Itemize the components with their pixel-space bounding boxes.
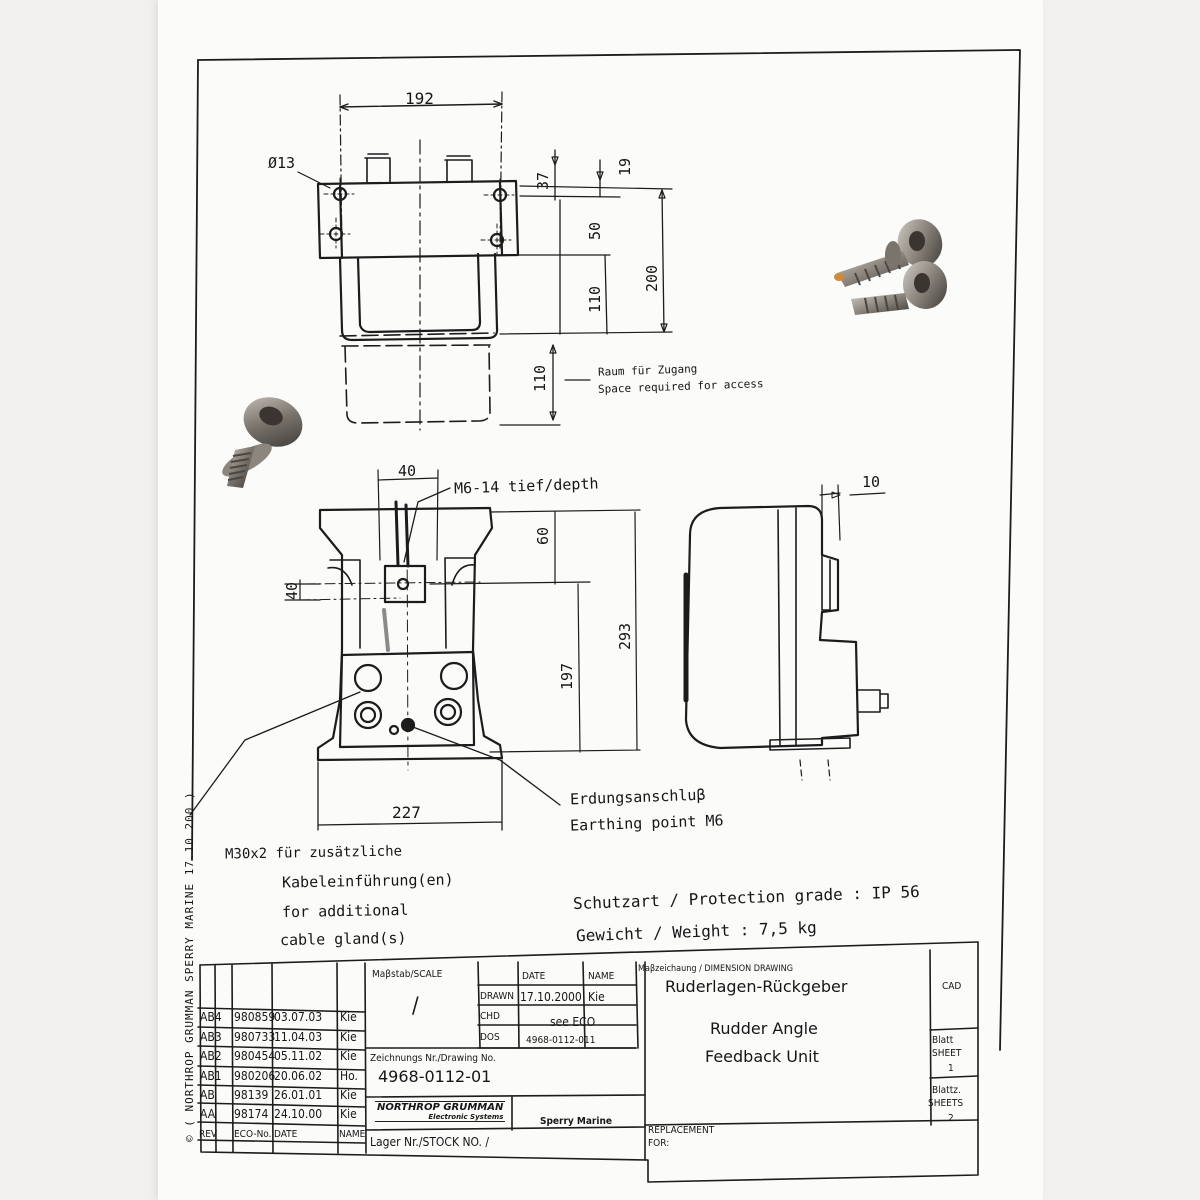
chd-label: CHD [480,1011,500,1022]
header-date: DATE [274,1129,298,1140]
eco-no: 980206 [234,1069,276,1083]
date: 24.10.00 [274,1107,323,1121]
dim-37: 37 [534,172,552,190]
cable-gland-note-1: M30x2 für zusätzliche [224,843,403,863]
eco-no: 98174 [234,1107,269,1121]
date-label: DATE [522,971,546,982]
sheets-label-en: SHEETS [928,1098,964,1109]
scale-value: / [412,994,419,1019]
rev: AA [200,1107,216,1121]
dim-50: 50 [586,222,604,240]
dim-110-cover: 110 [586,286,604,313]
date: 11.04.03 [274,1030,323,1044]
stock-number-label: Lager Nr./STOCK NO. / [370,1135,490,1149]
dim-227: 227 [392,803,421,822]
name: Kie [340,1107,357,1121]
rev: AB1 [200,1069,222,1083]
name: Kie [340,1088,357,1102]
dim-293: 293 [616,623,634,650]
dim-110-access: 110 [531,365,549,392]
dim-40-height: 40 [283,582,301,600]
chd-value: see ECO [550,1015,596,1029]
cable-gland-note-2: Kabeleinführung(en) [281,870,454,892]
dim-197: 197 [558,663,576,690]
socket-screws-right [834,219,948,315]
date: 03.07.03 [274,1010,323,1024]
dim-diameter-13: Ø13 [268,154,295,172]
name: Kie [340,1049,357,1063]
rev: AB2 [200,1049,222,1063]
cable-gland-note-4: cable gland(s) [279,928,407,950]
name: Ho. [340,1069,358,1083]
dim-60: 60 [534,527,552,545]
sheet-value: 1 [948,1063,954,1074]
cad-label: CAD [942,981,962,992]
dim-192: 192 [405,89,434,108]
header-rev: REV [199,1129,218,1140]
dim-19: 19 [616,158,634,176]
dim-10: 10 [862,473,880,491]
eco-no: 980454 [234,1049,276,1063]
drawn-name: Kie [588,990,605,1004]
name: Kie [340,1030,357,1044]
eco-no: 98139 [234,1088,269,1102]
drawing-no-label: Zeichnungs Nr./Drawing No. [370,1053,496,1064]
sperry-marine-logo: Sperry Marine [540,1116,612,1127]
scale-label: Maβstab/SCALE [372,969,443,980]
socket-screw-left [222,397,303,488]
sheet-label-de: Blatt [932,1035,954,1046]
rev: AB [200,1088,215,1102]
dos-value: 4968-0112-011 [526,1035,596,1046]
cable-gland-note-3: for additional [281,900,409,922]
name-label: NAME [588,971,615,982]
header-name: NAME [339,1129,366,1140]
rev: AB3 [200,1030,222,1044]
title-english-1: Rudder Angle [710,1019,818,1038]
header-eco-no: ECO-No. [234,1129,272,1140]
dim-200: 200 [643,265,661,292]
dim-40-width: 40 [398,462,416,480]
date: 26.01.01 [274,1088,323,1102]
copyright-note: © ( NORTHROP GRUMMAN SPERRY MARINE 17.10… [183,791,196,1142]
drawn-label: DRAWN [480,991,515,1002]
replacement-for-label: FOR: [648,1138,670,1149]
date: 20.06.02 [274,1069,323,1083]
eco-no: 980859 [234,1010,276,1024]
title-german: Ruderlagen-Rückgeber [665,977,848,996]
sheets-label-de: Blattz. [932,1085,961,1096]
dos-label: DOS [480,1032,500,1043]
drawn-date: 17.10.2000 [520,990,582,1004]
drawing-number: 4968-0112-01 [378,1067,492,1086]
dimension-drawing-label: Maβzeichaung / DIMENSION DRAWING [638,964,793,974]
eco-no: 980733 [234,1030,276,1044]
replacement-label: REPLACEMENT [648,1125,715,1136]
rev: AB4 [200,1010,222,1024]
sheet-label-en: SHEET [932,1048,962,1059]
sheets-value: 2 [948,1113,954,1124]
northrop-grumman-logo: NORTHROP GRUMMAN Electronic Systems [375,1101,506,1122]
date: 05.11.02 [274,1049,323,1063]
name: Kie [340,1010,357,1024]
title-english-2: Feedback Unit [705,1047,819,1066]
